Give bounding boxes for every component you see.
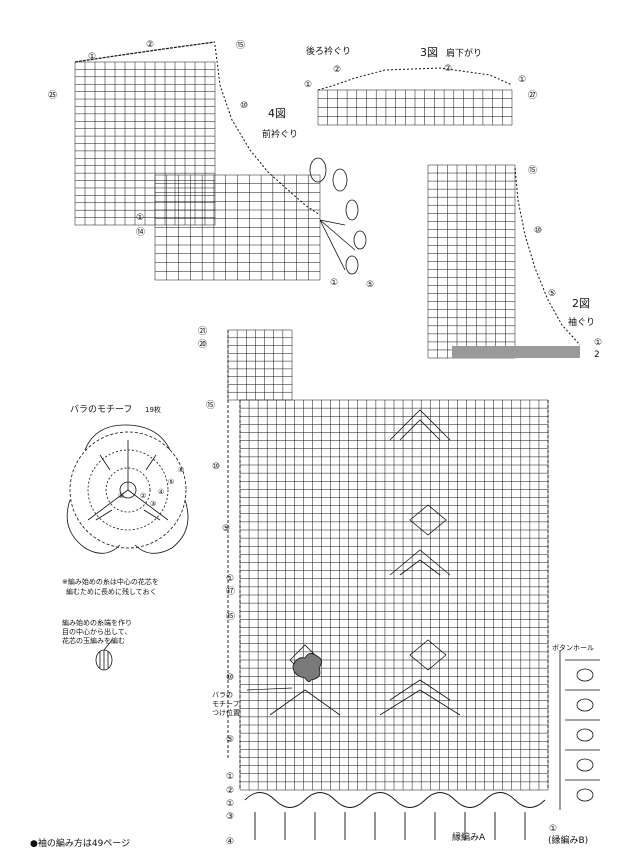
figure-4-front-neck-label: 前衿ぐり: [262, 128, 298, 140]
body-bottom-scallop: [244, 792, 546, 840]
motif-round-3: ③: [150, 500, 156, 508]
body-marker-10a: ⑩: [212, 462, 220, 472]
motif-count: 19枚: [145, 405, 161, 414]
figure-3-back-neck-label: 後ろ衿ぐり: [306, 45, 351, 57]
body-marker-1b: ①: [226, 772, 234, 782]
core-note-line-2: 目の中心から出して、: [62, 627, 131, 636]
body-marker-15b: ⑮: [226, 611, 235, 622]
figure-4-front-neckline: 4図 前衿ぐり ② ⑮ ① ㉕ ⑩ ① ⑭ ① ⑤: [48, 40, 374, 290]
fig4-marker-25: ㉕: [48, 90, 57, 101]
fig3-marker-27: ㉗: [528, 90, 537, 101]
body-marker-10b: ⑩: [226, 673, 234, 683]
footer-note: ●袖の編み方は49ページ: [30, 839, 131, 849]
figure-2-armhole-label: 袖ぐり: [568, 316, 595, 328]
core-note-line-3: 花芯の玉編みを編む: [62, 636, 125, 645]
figure-2-title: 2図: [572, 297, 590, 310]
fig4-marker-5: ⑤: [366, 280, 374, 290]
edge-b-marker-1: ①: [549, 824, 557, 834]
motif-round-1: ①: [118, 492, 124, 500]
body-marker-1a: ①: [226, 574, 234, 584]
fig4-marker-1b: ①: [136, 213, 144, 223]
body-marker-4: ④: [226, 837, 234, 847]
body-marker-15a: ⑮: [206, 400, 215, 411]
body-left-edge: [227, 330, 241, 790]
fig3-marker-2b: ②: [444, 64, 452, 74]
rose-attach-label-1: バラの: [212, 691, 233, 699]
figure-4-top-edge: [74, 41, 216, 63]
body-marker-3: ③: [226, 812, 234, 822]
rose-attach-label-2: モチーフ: [212, 700, 240, 708]
rose-attach-leader: [246, 687, 293, 691]
figure-2-shaded-band: [452, 346, 580, 358]
fig3-marker-2a: ②: [333, 65, 341, 75]
figure-3-top-edge: [317, 67, 513, 91]
fig3-marker-1b: ①: [518, 75, 526, 85]
fig2-marker-15: ⑮: [528, 165, 537, 176]
fig2-marker-10: ⑩: [534, 226, 542, 236]
body-marker-5a: ⑤: [222, 524, 230, 534]
motif-note-line-2: 編むために長めに残しておく: [66, 587, 157, 596]
buttonhole-label: ボタンホール: [552, 643, 594, 652]
rose-attach-label-3: つけ位置: [212, 708, 240, 717]
edging-b-buttonhole-column: [559, 650, 600, 810]
fig2-marker-1: ①: [594, 338, 602, 348]
motif-round-5: ⑤: [168, 478, 174, 486]
edging-b-label: (縁編みB): [548, 834, 588, 846]
fig4-marker-15: ⑮: [236, 40, 245, 51]
fig4-marker-10: ⑩: [240, 101, 248, 111]
fig4-marker-2: ②: [146, 40, 154, 50]
body-grid: [227, 329, 549, 791]
figure-2-armhole-curve: [514, 167, 581, 346]
fig4-marker-1c: ①: [330, 278, 338, 288]
flower-core-illustration: [95, 639, 113, 671]
fig4-marker-14: ⑭: [136, 227, 145, 238]
motif-round-2: ②: [140, 492, 146, 500]
motif-round-4: ④: [158, 488, 164, 496]
figure-3-shoulder-label: 肩下がり: [446, 47, 482, 59]
figure-2-grid: [427, 164, 516, 359]
figure-4-title: 4図: [268, 107, 286, 120]
body-marker-20: ⑳: [198, 339, 207, 350]
motif-note-line-1: ※編み始めの糸は中心の花芯を: [62, 577, 159, 586]
core-note-line-1: 編み始めの糸端を作り: [62, 618, 132, 627]
rose-motif-attach-mark: [292, 653, 322, 682]
figure-3-back-neckline: 後ろ衿ぐり 3図 肩下がり ① ② ② ① ㉗: [304, 45, 537, 126]
edging-a-label: 縁編みA: [452, 831, 486, 843]
figure-3-title: 3図: [420, 46, 438, 59]
fig2-marker-2: 2: [594, 350, 600, 360]
motif-title: バラのモチーフ: [70, 404, 132, 415]
rose-motif-diagram: [66, 424, 189, 554]
fig2-marker-5: ⑤: [548, 289, 556, 299]
body-marker-17: ⑰: [226, 586, 235, 597]
figure-2-armhole: ⑮ ⑩ ⑤ 2図 袖ぐり ① 2: [427, 164, 602, 360]
figure-4-edging-fan: [309, 157, 367, 275]
fig3-marker-1a: ①: [304, 80, 312, 90]
body-marker-2: ②: [226, 786, 234, 796]
motif-round-6: ⑥: [178, 466, 184, 474]
body-marker-21: ㉑: [198, 326, 207, 337]
body-marker-5b: ⑤: [226, 735, 234, 745]
figure-4-grid: [74, 61, 321, 281]
main-body-chart: バラの モチーフ つけ位置 縁編みA ㉑ ⑳ ⑮ ⑩ ⑤ ① ⑰ ⑮ ⑩ ⑤ ①…: [198, 326, 549, 847]
body-marker-1c: ①: [226, 799, 234, 809]
figure-3-grid: [317, 89, 513, 126]
fig4-marker-1a: ①: [88, 52, 96, 62]
